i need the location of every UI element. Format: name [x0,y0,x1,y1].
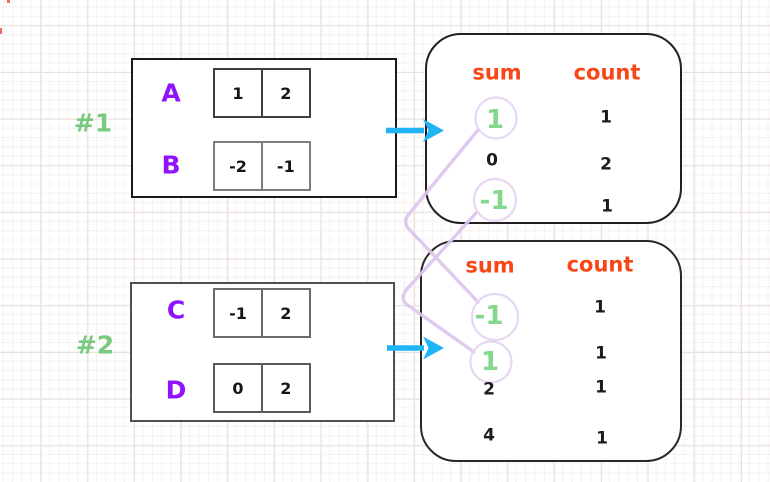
t2-row-0-sum: -1 [474,301,504,331]
t2-row-2-count: 1 [595,377,607,398]
t1-row-1-count: 2 [600,154,612,175]
array-c-label: C [166,295,186,325]
t1-count-header: count [573,60,641,85]
array-c-cells: -1 2 [213,288,311,338]
example-1-label: #1 [73,108,113,138]
grid-margin-mark [0,28,2,34]
array-c-cell-1: 2 [260,288,311,338]
t2-row-3-sum: 4 [483,425,495,446]
array-a-cells: 1 2 [213,68,311,118]
t1-row-1-sum: 0 [486,150,498,171]
t2-row-2-sum: 2 [483,379,495,400]
array-b-label: B [161,150,181,180]
t1-row-2-sum: -1 [479,186,509,216]
t2-row-1-sum: 1 [480,347,500,377]
sum-count-table-2 [420,240,682,462]
array-b-cell-0: -2 [213,141,263,191]
array-b-cells: -2 -1 [213,141,311,191]
sum-count-table-1 [425,33,682,224]
t2-count-header: count [566,252,634,277]
t1-row-0-count: 1 [600,107,612,128]
array-a-label: A [161,78,181,108]
array-b-cell-1: -1 [260,141,311,191]
t2-row-1-count: 1 [595,343,607,364]
array-a-cell-1: 2 [260,68,311,118]
array-c-cell-0: -1 [213,288,263,338]
array-d-cells: 0 2 [213,363,311,413]
grid-origin-mark [7,0,10,3]
t2-sum-header: sum [465,253,515,278]
t1-sum-header: sum [472,60,522,85]
t1-row-2-count: 1 [601,196,613,217]
t2-row-3-count: 1 [596,428,608,449]
example-2-label: #2 [75,330,115,360]
array-d-label: D [165,375,187,405]
t1-row-0-sum: 1 [485,105,505,135]
array-d-cell-0: 0 [213,363,263,413]
array-a-cell-0: 1 [213,68,263,118]
t2-row-0-count: 1 [594,297,606,318]
array-d-cell-1: 2 [260,363,311,413]
